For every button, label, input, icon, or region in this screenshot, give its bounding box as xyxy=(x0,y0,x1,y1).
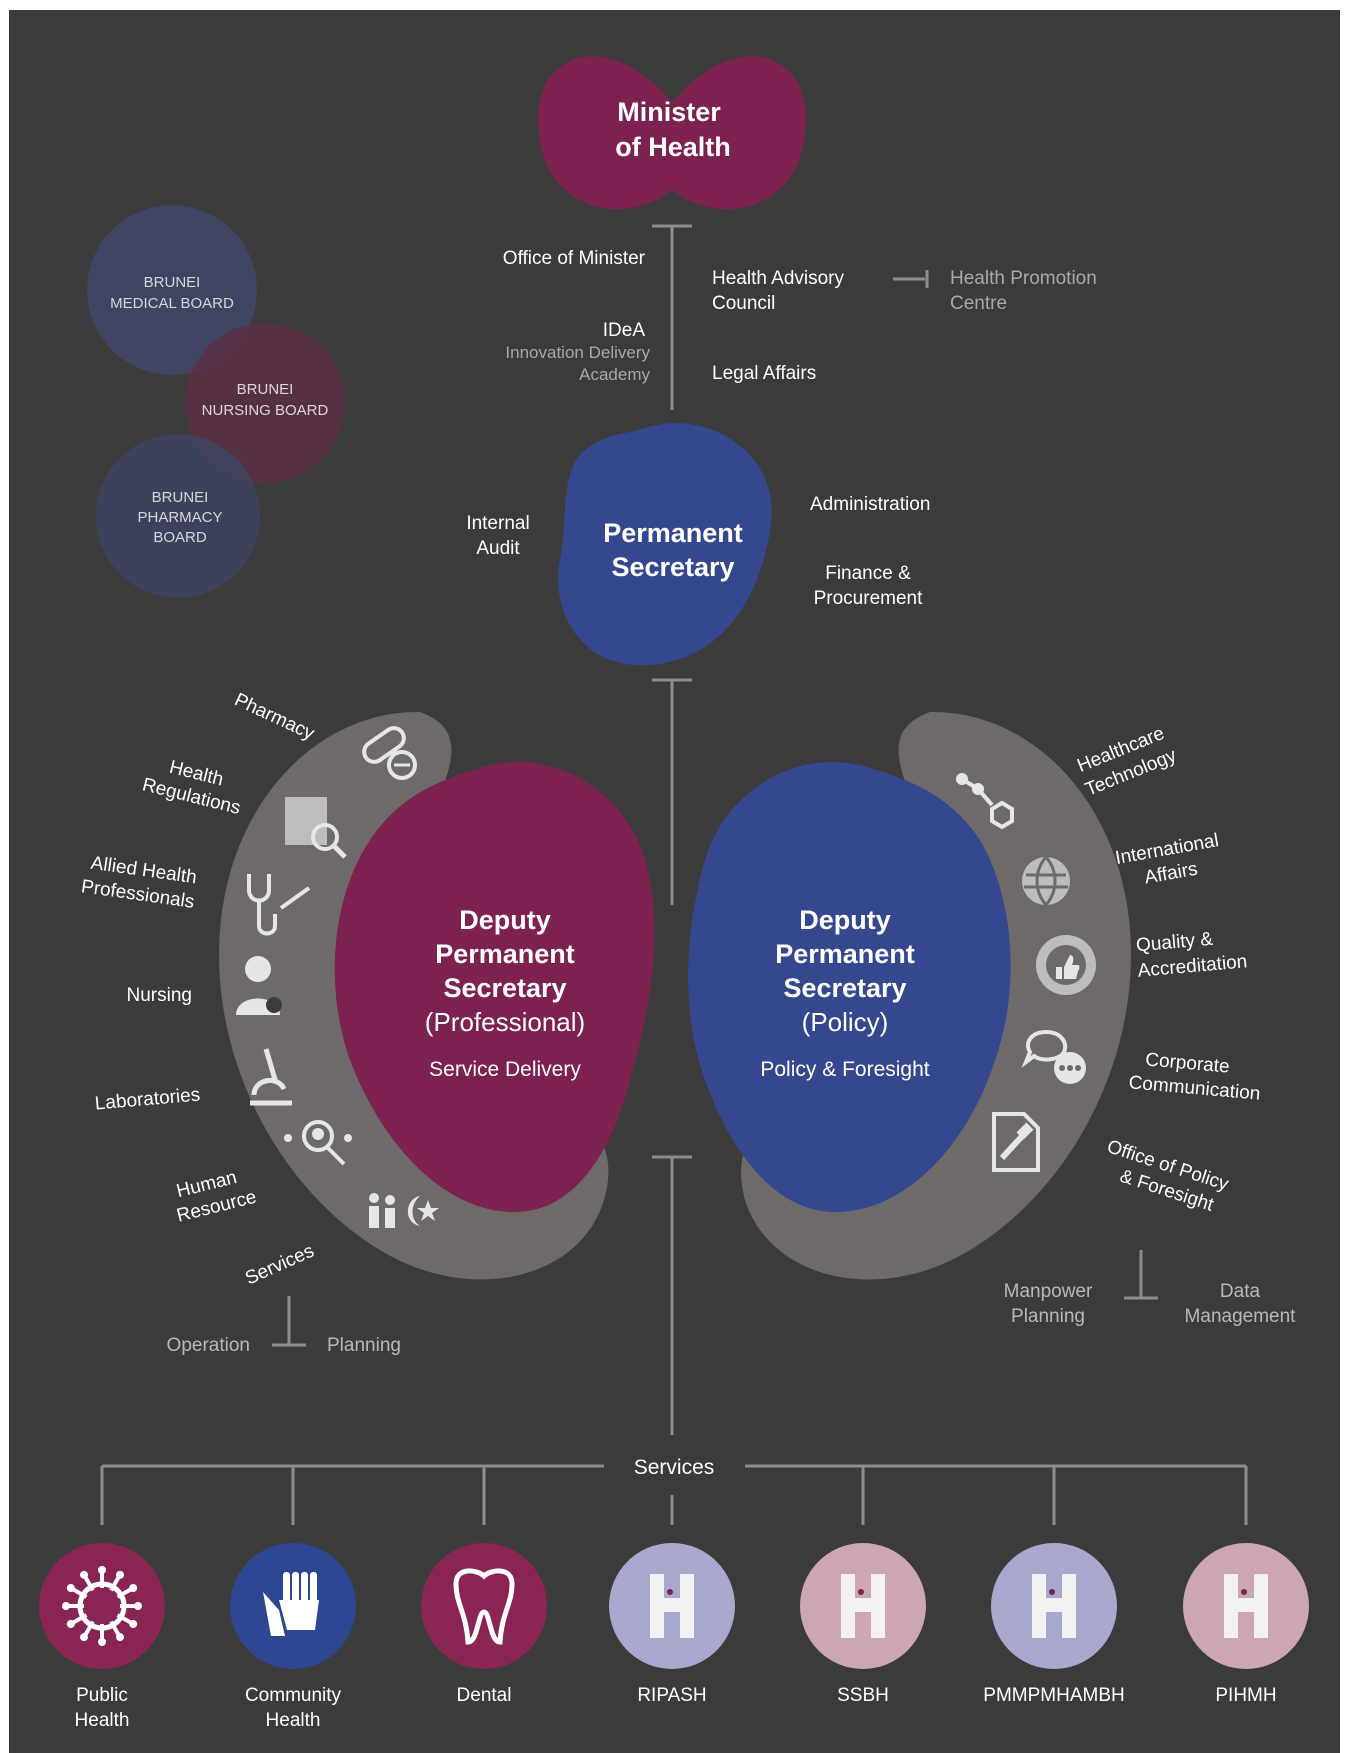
hospital-icon xyxy=(1224,1574,1268,1638)
nursing-board-label-1: BRUNEI xyxy=(237,381,294,398)
service-label: SSBH xyxy=(837,1685,889,1706)
planning-label: Planning xyxy=(327,1335,401,1356)
internal-audit-2: Audit xyxy=(476,538,520,559)
advisory-council-2: Council xyxy=(712,293,775,314)
hands-icon xyxy=(263,1572,319,1636)
permsec-title-2: Secretary xyxy=(611,552,734,582)
nursing-board-label-2: NURSING BOARD xyxy=(202,402,329,419)
medical-board-label-2: MEDICAL BOARD xyxy=(110,295,234,312)
dps-prof-subtitle: Service Delivery xyxy=(429,1058,581,1081)
hr-search-icon xyxy=(284,1120,352,1166)
administration: Administration xyxy=(810,494,930,515)
data-management-1: Data xyxy=(1220,1281,1261,1302)
policy-icons xyxy=(956,773,1096,1172)
regulatory-boards: BRUNEI MEDICAL BOARD BRUNEI NURSING BOAR… xyxy=(87,205,345,598)
dps-pol-title-3: Secretary xyxy=(783,973,906,1003)
globe-icon xyxy=(1022,856,1070,906)
service-item[interactable]: SSBH xyxy=(800,1543,926,1706)
dps-pol-subtitle: Policy & Foresight xyxy=(760,1058,929,1081)
pharmacy-board-label-2: PHARMACY xyxy=(137,509,222,526)
services-people-icon xyxy=(369,1193,439,1228)
service-item[interactable]: RIPASH xyxy=(609,1543,735,1706)
finance-2: Procurement xyxy=(814,588,923,609)
magnifier-document-icon xyxy=(285,797,347,859)
service-label: PIHMH xyxy=(1215,1685,1276,1706)
hospital-icon xyxy=(841,1574,885,1638)
pharmacy-board-label-1: BRUNEI xyxy=(152,489,209,506)
service-circle xyxy=(39,1543,165,1669)
service-item[interactable]: Dental xyxy=(421,1543,547,1706)
data-management-2: Management xyxy=(1185,1306,1297,1327)
minister-title-2: of Health xyxy=(615,132,731,162)
document-gavel-icon xyxy=(992,1112,1040,1172)
idea-sub-1: Innovation Delivery xyxy=(505,343,650,362)
nursing-board-circle xyxy=(185,323,345,483)
molecule-icon xyxy=(956,773,1014,830)
dps-pol-title-1: Deputy xyxy=(799,905,891,935)
manpower-2: Planning xyxy=(1011,1306,1085,1327)
dps-pol-title-2: Permanent xyxy=(775,939,915,969)
idea-label: IDeA xyxy=(603,320,646,341)
service-item[interactable]: PMMPMHAMBH xyxy=(983,1543,1125,1706)
operation-label: Operation xyxy=(167,1335,250,1356)
service-circle xyxy=(421,1543,547,1669)
permsec-blob xyxy=(558,423,772,666)
medical-board-label-1: BRUNEI xyxy=(144,274,201,291)
service-label: Community xyxy=(245,1685,342,1706)
pharmacy-board-circle xyxy=(96,434,260,598)
quality-badge-icon xyxy=(1036,935,1096,995)
professional-icons xyxy=(236,726,439,1228)
health-promotion-1: Health Promotion xyxy=(950,268,1097,289)
dps-professional-blob xyxy=(334,761,655,1213)
service-label: Health xyxy=(266,1710,321,1731)
microscope-icon xyxy=(250,1048,292,1106)
dps-prof-title-4: (Professional) xyxy=(425,1007,585,1037)
tooth-icon xyxy=(453,1568,515,1645)
service-label: Public xyxy=(76,1685,128,1706)
chat-bubbles-icon xyxy=(1021,1029,1086,1084)
dps-policy-blob xyxy=(688,761,1011,1213)
pill-icon xyxy=(362,726,417,780)
service-item[interactable]: PIHMH xyxy=(1183,1543,1309,1706)
idea-sub-2: Academy xyxy=(579,365,650,384)
dps-prof-title-2: Permanent xyxy=(435,939,575,969)
pharmacy-board-label-3: BOARD xyxy=(153,529,207,546)
service-label: RIPASH xyxy=(637,1685,706,1706)
minister-blob xyxy=(538,56,806,210)
service-label: PMMPMHAMBH xyxy=(983,1685,1124,1706)
stethoscope-icon xyxy=(247,874,311,936)
hospital-icon xyxy=(650,1574,694,1638)
permsec-title-1: Permanent xyxy=(603,518,743,548)
dps-prof-title-1: Deputy xyxy=(459,905,551,935)
dps-pol-title-4: (Policy) xyxy=(802,1007,889,1037)
dps-prof-title-3: Secretary xyxy=(443,973,566,1003)
services-heading: Services xyxy=(634,1456,715,1479)
manpower-1: Manpower xyxy=(1004,1281,1093,1302)
virus-icon xyxy=(62,1566,142,1646)
nurse-icon xyxy=(236,956,282,1015)
internal-audit-1: Internal xyxy=(466,513,529,534)
hospital-icon xyxy=(1032,1574,1076,1638)
office-of-minister: Office of Minister xyxy=(503,248,646,269)
service-label: Health xyxy=(75,1710,130,1731)
legal-affairs: Legal Affairs xyxy=(712,363,816,384)
advisory-council-1: Health Advisory xyxy=(712,268,845,289)
minister-offices: Office of Minister IDeA Innovation Deliv… xyxy=(503,248,1097,384)
finance-1: Finance & xyxy=(825,563,911,584)
service-label: Dental xyxy=(457,1685,512,1706)
medical-board-circle xyxy=(87,205,257,375)
health-promotion-2: Centre xyxy=(950,293,1007,314)
connector-lines xyxy=(100,224,1248,1525)
nursing-label: Nursing xyxy=(127,985,192,1006)
minister-title-1: Minister xyxy=(617,97,721,127)
